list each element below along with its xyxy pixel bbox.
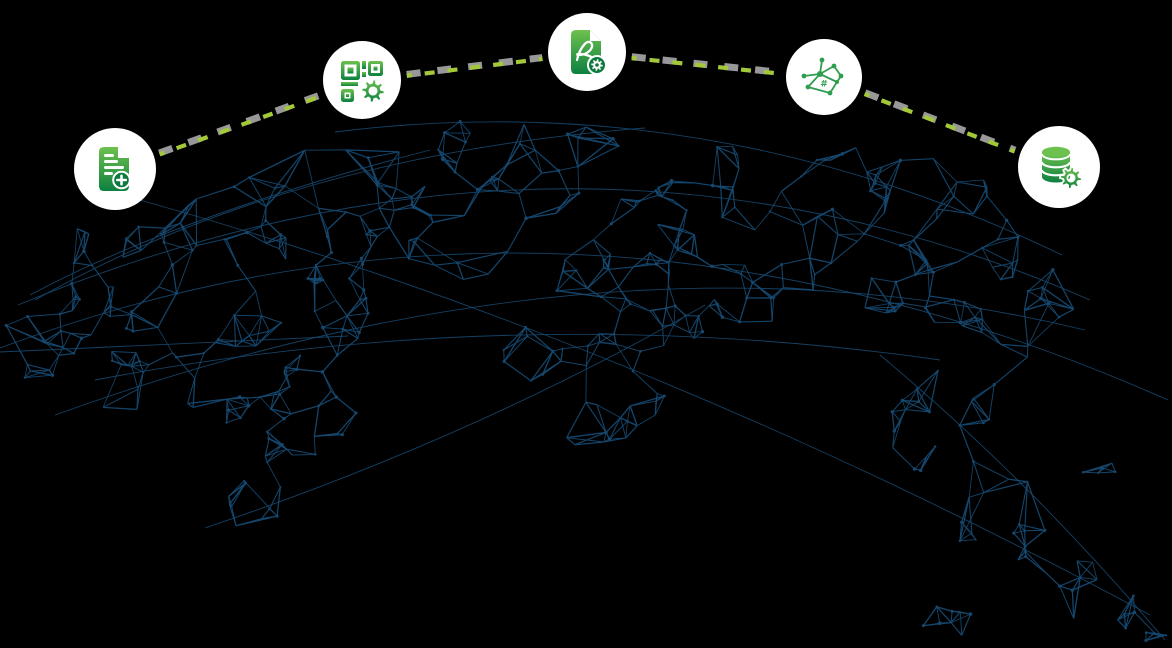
dashed-connectors <box>158 53 1017 157</box>
connector-gray-dashes <box>631 53 781 76</box>
qr-code-gear-icon <box>323 41 401 119</box>
connector-green-dashes <box>631 55 781 76</box>
pdf-file-gear-icon-glyph <box>571 30 607 75</box>
qr-code-gear-icon-glyph <box>341 61 386 104</box>
connector-green-dashes <box>158 94 321 157</box>
database-gear-icon <box>1018 126 1100 208</box>
network-graph-icon: # <box>786 39 862 115</box>
database-gear-icon-glyph <box>1040 146 1083 190</box>
hash-glyph: # <box>820 80 828 90</box>
connector-green-dashes <box>406 56 543 78</box>
connector-green-dashes <box>863 91 1016 154</box>
network-graph-icon-glyph: # <box>801 57 844 96</box>
document-add-icon-glyph <box>99 147 131 191</box>
pdf-file-gear-icon <box>548 13 626 91</box>
world-map-wireframe <box>0 120 1169 643</box>
document-add-icon <box>74 128 156 210</box>
